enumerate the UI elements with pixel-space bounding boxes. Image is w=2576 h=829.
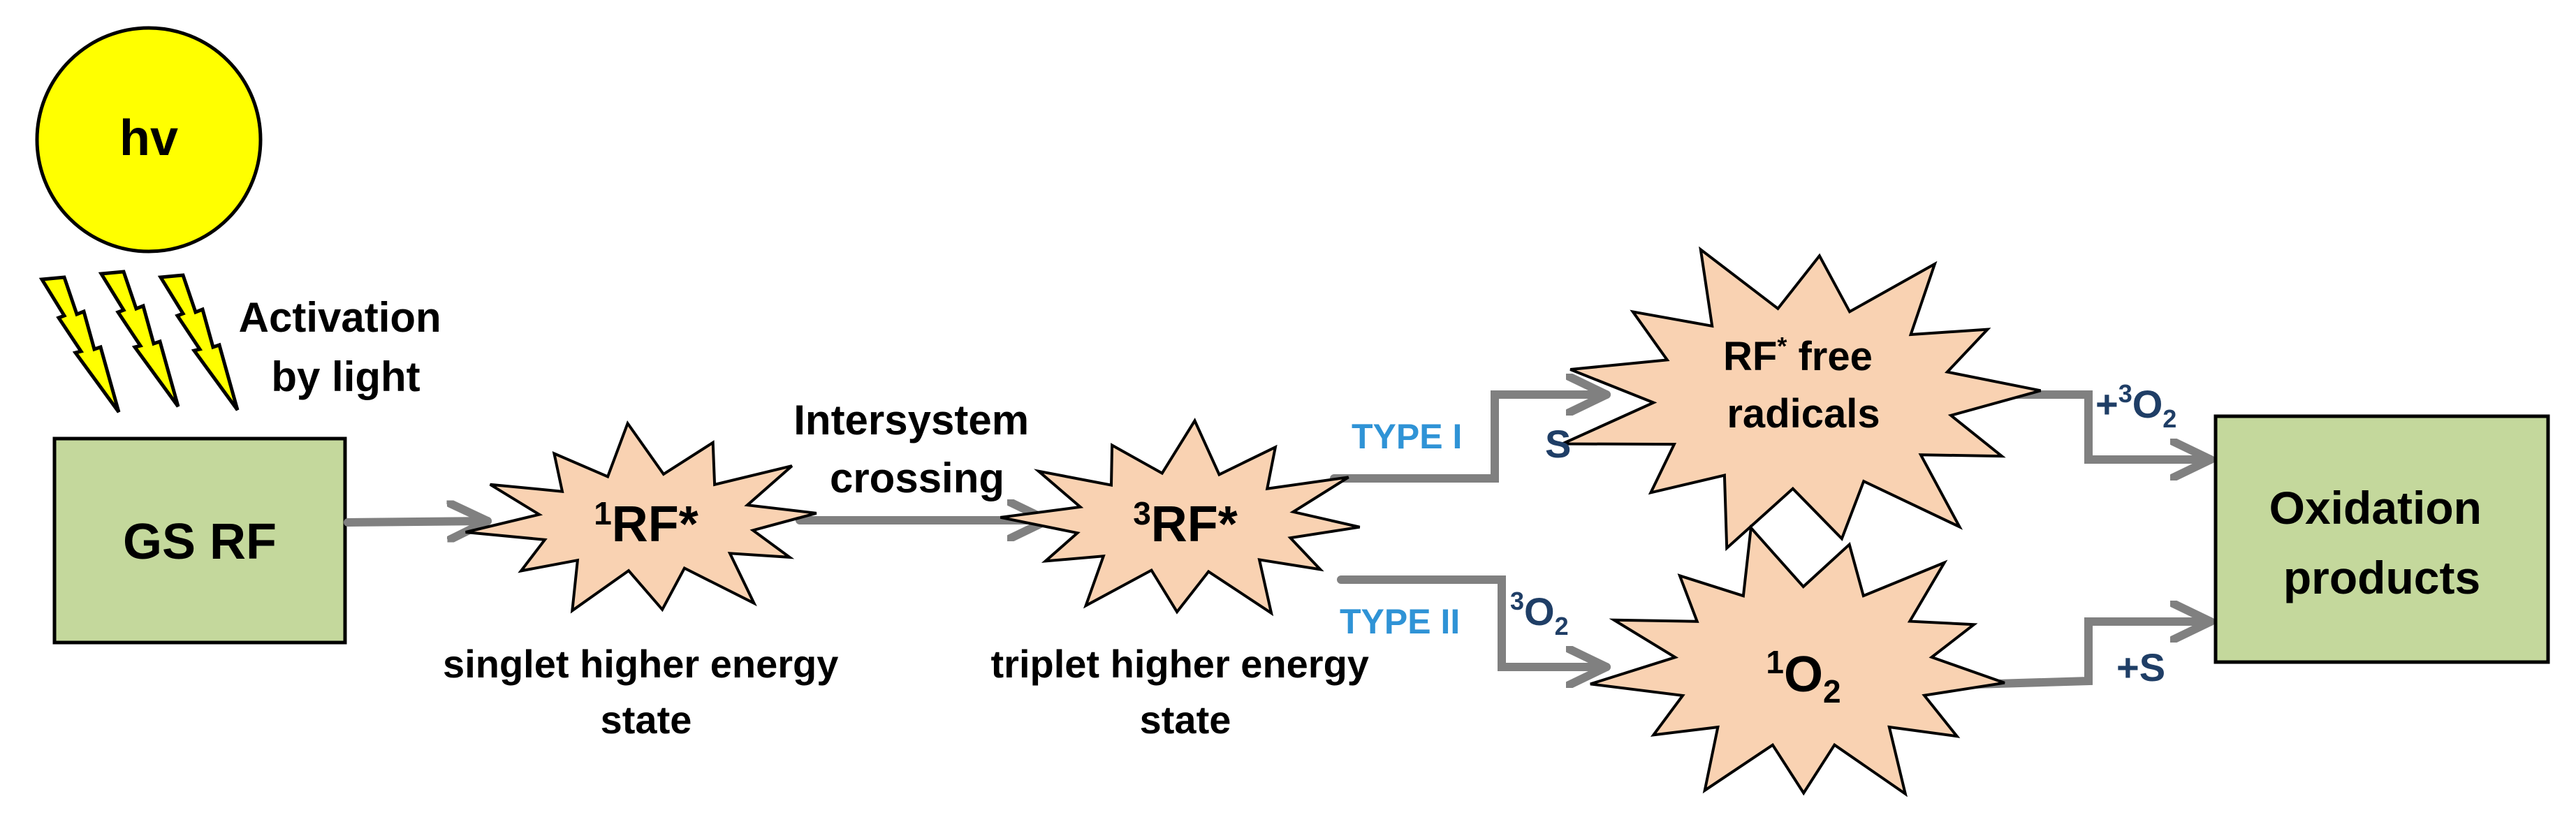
triplet-state-star <box>1000 418 1361 617</box>
singlet-description: singlet higher energy state <box>443 642 849 742</box>
type2-label: TYPE II <box>1340 602 1460 641</box>
type1-reagent: S <box>1545 422 1571 466</box>
plus-o2-label: +3O2 <box>2095 379 2176 433</box>
sun-circle <box>35 26 263 254</box>
lightning-bolt-icon <box>157 273 240 411</box>
oxidation-products-label: Oxidation products <box>2269 482 2495 603</box>
ground-state-label: GS RF <box>123 514 277 570</box>
arrow-gs-to-singlet <box>344 521 492 522</box>
singlet-label: 1RF* <box>594 495 698 552</box>
singlet-oxygen-label: 1O2 <box>1766 644 1840 710</box>
arrow-o2-to-oxidation <box>1969 622 2215 689</box>
triplet-label: 3RF* <box>1133 495 1238 552</box>
sun: hv <box>35 26 263 254</box>
lightning-bolts <box>38 270 240 413</box>
singlet-state-star <box>465 420 817 614</box>
lightning-bolt-icon <box>98 270 180 408</box>
lightning-bolt-icon <box>38 275 121 413</box>
type2-reagent: 3O2 <box>1510 587 1569 640</box>
intersystem-crossing-label: Intersystem crossing <box>793 397 1041 501</box>
ground-state-box: GS RF <box>52 436 347 645</box>
free-radicals-star <box>1561 246 2042 552</box>
triplet-description: triplet higher energy state <box>991 642 1380 742</box>
free-radicals-label: RF* free radicals <box>1723 332 1884 436</box>
type1-label: TYPE I <box>1352 417 1462 456</box>
activation-label: Activation by light <box>239 294 453 400</box>
oxidation-products-box: Oxidation products <box>2213 414 2550 664</box>
plus-s-label: +S <box>2116 645 2165 689</box>
arrow-type2 <box>1337 575 1611 667</box>
arrow-type1 <box>1330 395 1611 483</box>
singlet-oxygen-star <box>1590 524 2005 798</box>
sun-label: hv <box>119 110 178 166</box>
